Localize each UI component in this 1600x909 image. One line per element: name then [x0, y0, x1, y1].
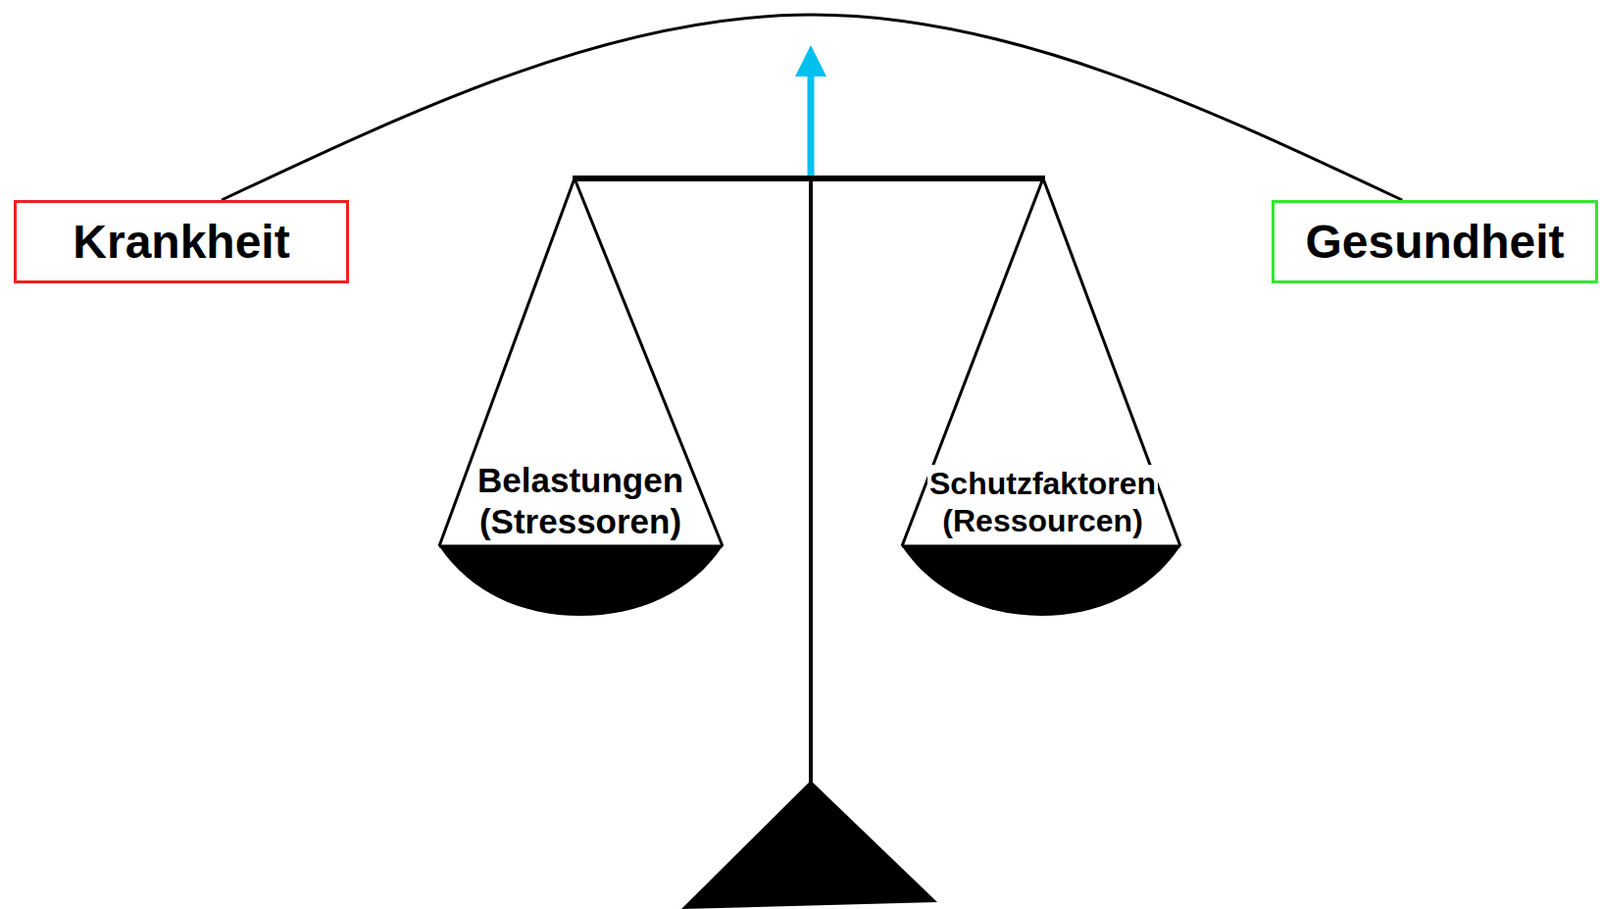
state-box: Krankheit — [13, 200, 350, 284]
scale-beam — [572, 175, 1046, 182]
pan-bowl — [439, 546, 723, 616]
pan-label: Schutzfaktoren (Ressourcen) — [927, 464, 1158, 541]
scale-post — [808, 178, 813, 783]
arrow-head — [795, 45, 827, 77]
pan-label: Belastungen (Stressoren) — [475, 459, 686, 543]
tilt-arrow — [807, 70, 815, 179]
state-label: Gesundheit — [1304, 213, 1564, 271]
state-box: Gesundheit — [1271, 200, 1599, 284]
pan-bowl — [901, 546, 1181, 616]
scale-base — [681, 780, 938, 909]
factor-label: Belastungen (Stressoren) — [475, 459, 686, 543]
arc-connector — [221, 14, 1402, 200]
state-label: Krankheit — [72, 213, 290, 271]
factor-label: Schutzfaktoren (Ressourcen) — [927, 464, 1158, 541]
